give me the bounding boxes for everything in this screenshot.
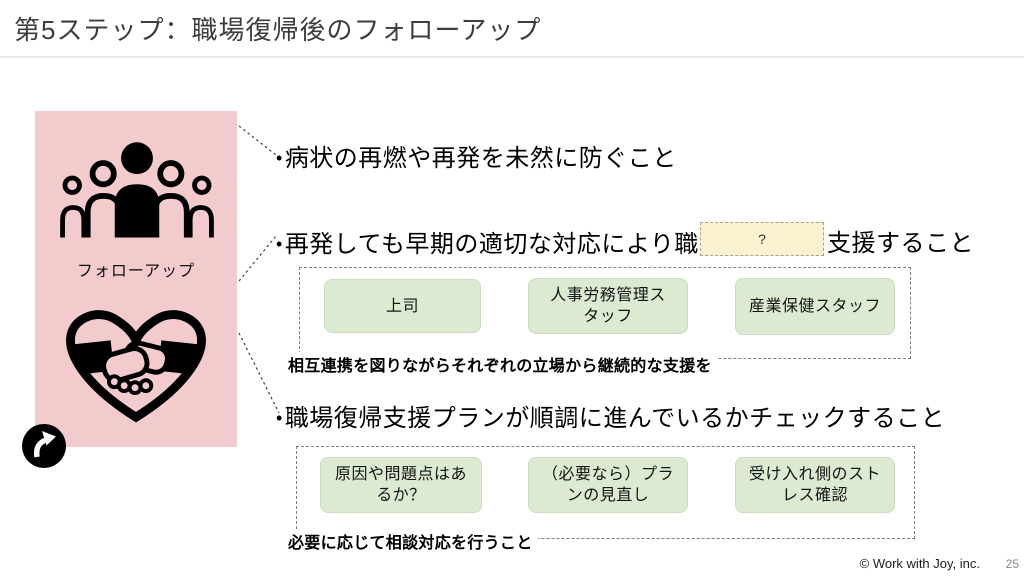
box-causes-problems: 原因や問題点はあ るか？ — [320, 457, 482, 513]
box-occupational-health-staff: 産業保健スタッフ — [735, 278, 895, 335]
box-supervisor: 上司 — [324, 279, 481, 333]
title-divider — [0, 56, 1024, 58]
support-group-caption: 相互連携を図りながらそれぞれの立場から継続的な支援を — [288, 352, 717, 376]
box-line: 人事労務管理ス — [550, 287, 666, 304]
bullet-plan-check: •職場復帰支援プランが順調に進んでいるかチェックすること — [276, 401, 945, 436]
box-line: 上司 — [385, 297, 419, 315]
bullet-text-post: 支援すること — [827, 230, 974, 257]
box-hr-labor-staff: 人事労務管理ス タッフ — [528, 278, 688, 334]
curved-arrow-icon — [22, 424, 66, 468]
box-line: タッフ — [583, 308, 633, 325]
followup-label: フォローアップ — [76, 263, 196, 280]
bullet-marker: • — [276, 148, 283, 168]
group-people-icon — [60, 142, 214, 238]
handshake-heart-icon — [66, 310, 206, 423]
page-title: 第5ステップ：職場復帰後のフォローアップ — [14, 15, 542, 45]
bullet-marker: • — [276, 408, 283, 428]
curved-arrow-badge[interactable] — [22, 424, 66, 468]
box-plan-review: （必要なら）プラ ンの見直し — [528, 457, 688, 513]
bullet-text: 病状の再燃や再発を未然に防ぐこと — [284, 145, 677, 172]
box-line: るか？ — [376, 487, 426, 504]
bullet-marker: • — [276, 234, 283, 254]
box-line: レス確認 — [781, 487, 848, 504]
box-line: ンの見直し — [566, 487, 650, 504]
page-number: 25 — [1005, 557, 1019, 571]
box-line: 原因や問題点はあ — [334, 466, 467, 483]
box-receiver-stress-check: 受け入れ側のスト レス確認 — [735, 457, 895, 513]
copyright-text: © Work with Joy, inc. — [859, 556, 980, 571]
bullet-text-pre: 再発しても早期の適切な対応により職 — [284, 231, 699, 258]
check-group-caption: 必要に応じて相談対応を行うこと — [288, 529, 538, 553]
check-group-frame — [296, 446, 915, 539]
question-mark: ? — [758, 231, 766, 247]
bullet-early-response: •再発しても早期の適切な対応により職 — [276, 227, 699, 262]
followup-panel: フォローアップ — [35, 111, 237, 447]
box-line: 産業保健スタッフ — [748, 298, 881, 315]
bullet-text: 職場復帰支援プランが順調に進んでいるかチェックすること — [284, 405, 946, 432]
box-line: 受け入れ側のスト — [748, 466, 881, 483]
hidden-answer-box[interactable]: ? — [700, 222, 824, 256]
bullet-prevent-relapse: •病状の再燃や再発を未然に防ぐこと — [276, 141, 677, 176]
box-line: （必要なら）プラ — [541, 466, 674, 483]
